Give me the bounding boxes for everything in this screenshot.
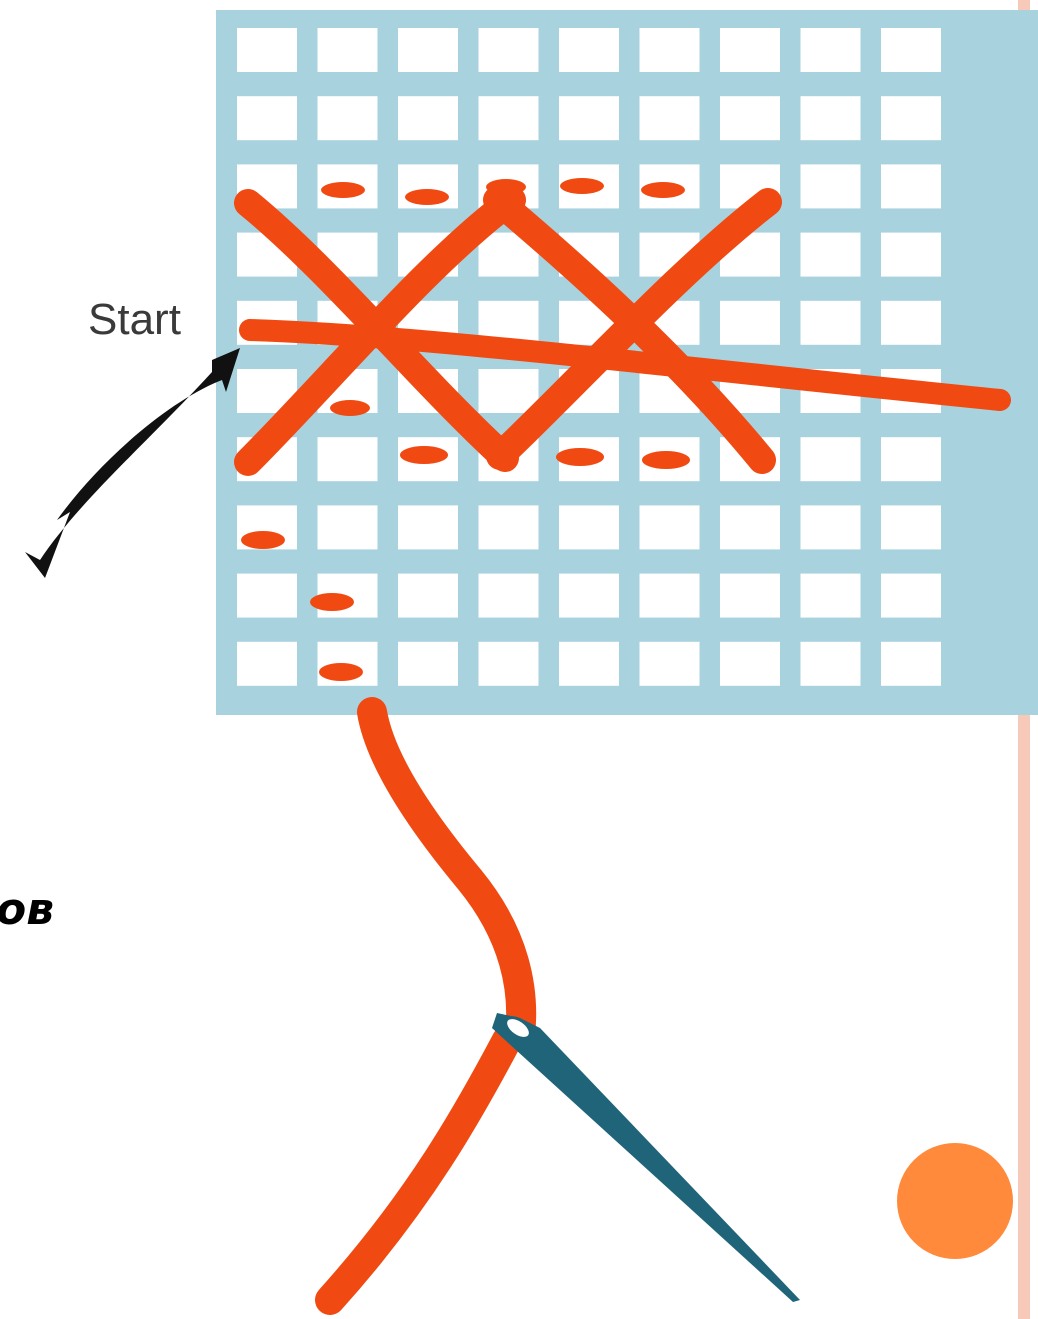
canvas-hole [801, 642, 861, 686]
back-stitch [310, 593, 354, 611]
canvas-hole [479, 574, 539, 618]
back-stitch [641, 182, 685, 198]
canvas-hole [881, 505, 941, 549]
canvas-hole [881, 28, 941, 72]
canvas-hole [559, 505, 619, 549]
thread-and-needle [330, 712, 800, 1302]
canvas-hole [318, 28, 378, 72]
canvas-hole [237, 28, 297, 72]
canvas-hole [479, 369, 539, 413]
canvas-hole [881, 301, 941, 345]
back-stitch [241, 531, 285, 549]
canvas-hole [801, 96, 861, 140]
canvas-hole [237, 642, 297, 686]
canvas-hole [318, 437, 378, 481]
thread-tail [330, 1040, 507, 1300]
canvas-hole [720, 96, 780, 140]
canvas-hole [801, 505, 861, 549]
canvas-hole [640, 96, 700, 140]
canvas-hole [720, 28, 780, 72]
slide-text-fragment: ов [0, 888, 54, 932]
canvas-hole [881, 164, 941, 208]
canvas-hole [398, 505, 458, 549]
back-stitch [321, 182, 365, 198]
canvas-hole [801, 301, 861, 345]
canvas-hole [398, 574, 458, 618]
canvas-hole [479, 505, 539, 549]
canvas-hole [559, 96, 619, 140]
canvas-hole [479, 28, 539, 72]
canvas-hole [801, 233, 861, 277]
canvas-hole [479, 96, 539, 140]
decorative-dot [897, 1143, 1013, 1259]
back-stitch [560, 178, 604, 194]
canvas-hole [237, 574, 297, 618]
start-label: Start [88, 298, 181, 342]
canvas-hole [640, 28, 700, 72]
back-stitch [642, 451, 690, 469]
canvas-hole [881, 437, 941, 481]
canvas-hole [398, 96, 458, 140]
canvas-hole [720, 574, 780, 618]
canvas-hole [398, 642, 458, 686]
canvas-hole [398, 28, 458, 72]
canvas-hole [881, 233, 941, 277]
working-thread [372, 712, 521, 1035]
canvas-hole [881, 642, 941, 686]
needle [492, 1013, 800, 1302]
canvas-hole [237, 96, 297, 140]
canvas-hole [720, 642, 780, 686]
back-stitch [400, 446, 448, 464]
canvas-hole [720, 301, 780, 345]
arrow-shape [25, 348, 240, 578]
canvas-hole [720, 505, 780, 549]
canvas-hole [640, 574, 700, 618]
canvas-hole [801, 437, 861, 481]
canvas-hole [318, 96, 378, 140]
canvas-hole [640, 642, 700, 686]
canvas-hole [801, 164, 861, 208]
canvas-hole [881, 574, 941, 618]
canvas-hole [801, 574, 861, 618]
canvas-hole [801, 28, 861, 72]
canvas-hole [318, 505, 378, 549]
canvas-hole [559, 28, 619, 72]
canvas-hole [640, 505, 700, 549]
back-stitch [405, 189, 449, 205]
canvas-hole [479, 642, 539, 686]
canvas-hole [559, 574, 619, 618]
back-stitch [556, 448, 604, 466]
canvas-hole [559, 642, 619, 686]
back-stitch [319, 663, 363, 681]
start-arrow [25, 348, 240, 578]
back-stitch [330, 400, 370, 416]
canvas-hole [881, 96, 941, 140]
